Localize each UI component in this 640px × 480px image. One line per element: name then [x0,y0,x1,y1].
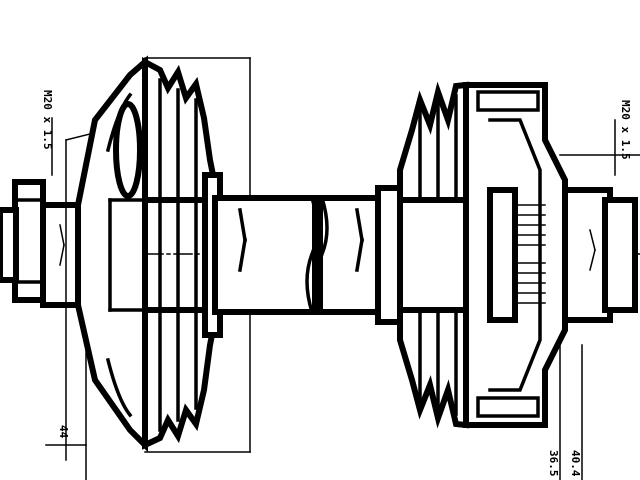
left-stub-shaft [40,202,81,308]
right-stub-shaft [562,187,638,323]
left-thread-label: M20 x 1.5 [41,90,54,150]
right-dimensions [559,119,640,480]
left-dimensions [45,117,99,480]
main-shaft [212,195,383,315]
right-length-label-a: 36.5 [547,450,560,477]
left-cv-joint-housing [75,55,148,453]
left-length-label: 44 [57,425,70,439]
right-spline [514,204,546,304]
right-length-label-b: 40.4 [569,450,582,477]
right-cv-joint-housing [463,82,568,428]
left-nut [0,179,46,303]
right-thread-label: M20 x 1.5 [619,100,632,160]
